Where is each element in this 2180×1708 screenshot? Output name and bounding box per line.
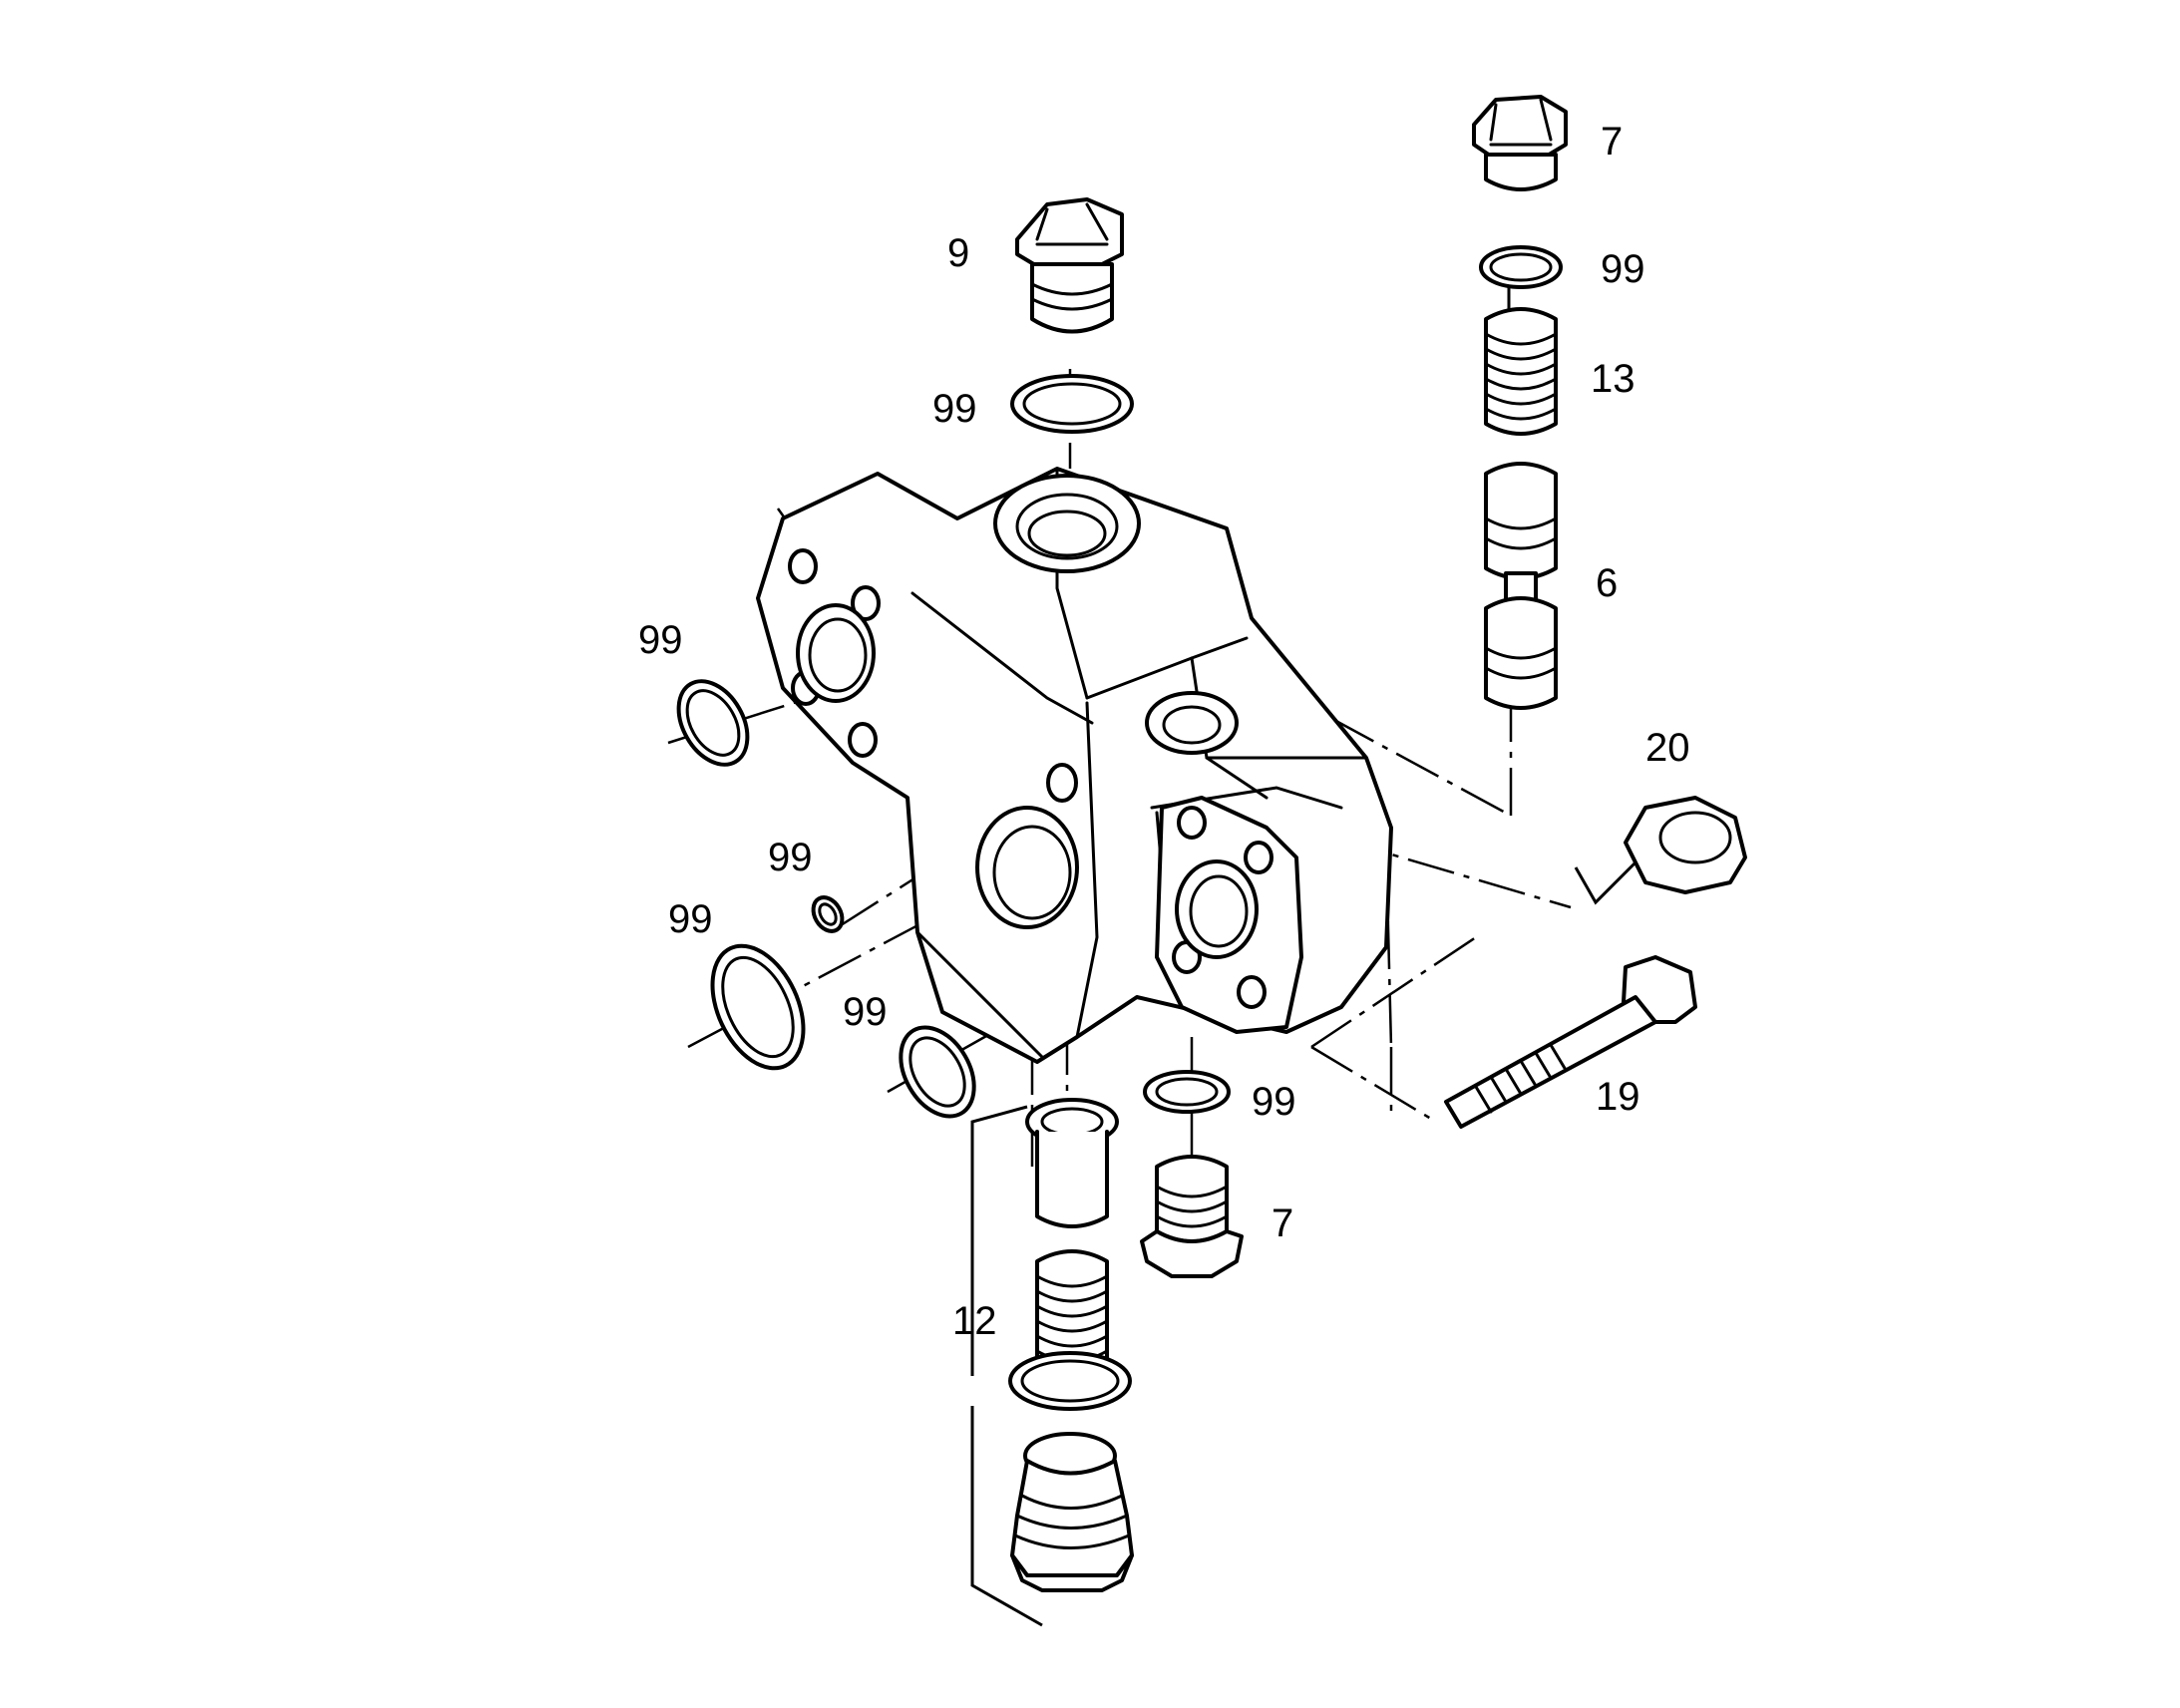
- plug-7-top: [1472, 95, 1568, 191]
- o-ring-99-left: [676, 679, 750, 767]
- callout-99-left: 99: [638, 618, 683, 662]
- callout-19: 19: [1596, 1075, 1640, 1119]
- callout-99-small: 99: [768, 836, 813, 879]
- o-ring-99-top-left: [1010, 374, 1134, 434]
- o-ring-99-top-right: [1479, 245, 1563, 289]
- o-ring-99-small: [811, 895, 845, 933]
- spool-6: [1484, 462, 1558, 710]
- callout-13: 13: [1591, 357, 1635, 401]
- callout-6: 6: [1596, 561, 1618, 605]
- plug-9: [1015, 197, 1124, 334]
- o-ring-99-mid: [899, 1025, 976, 1119]
- callout-20: 20: [1645, 726, 1690, 770]
- valve-body: [756, 467, 1393, 1064]
- callout-9: 9: [947, 231, 969, 275]
- plug-12: [1010, 1432, 1134, 1592]
- o-ring-12: [1008, 1351, 1132, 1411]
- callout-99-mid: 99: [843, 990, 888, 1034]
- callout-7-bottom: 7: [1272, 1201, 1293, 1245]
- plug-20: [1624, 796, 1747, 894]
- callout-99-bottom: 99: [1252, 1080, 1296, 1124]
- plug-7-bottom: [1140, 1155, 1244, 1278]
- o-ring-99-bottom: [1143, 1070, 1231, 1114]
- spring-13: [1484, 307, 1558, 436]
- o-ring-99-large: [710, 943, 806, 1071]
- callout-99-large: 99: [668, 897, 713, 941]
- callout-labels: 7 99 13 6 9 99 99 20 99 99 99 99 19 7 12: [638, 120, 1690, 1343]
- callout-99-top-left: 99: [932, 387, 977, 431]
- callout-12: 12: [952, 1299, 997, 1343]
- callout-99-top-right: 99: [1601, 247, 1645, 291]
- bolt-19: [1444, 955, 1697, 1129]
- callout-7-top: 7: [1601, 120, 1623, 164]
- sleeve-12: [1025, 1098, 1119, 1228]
